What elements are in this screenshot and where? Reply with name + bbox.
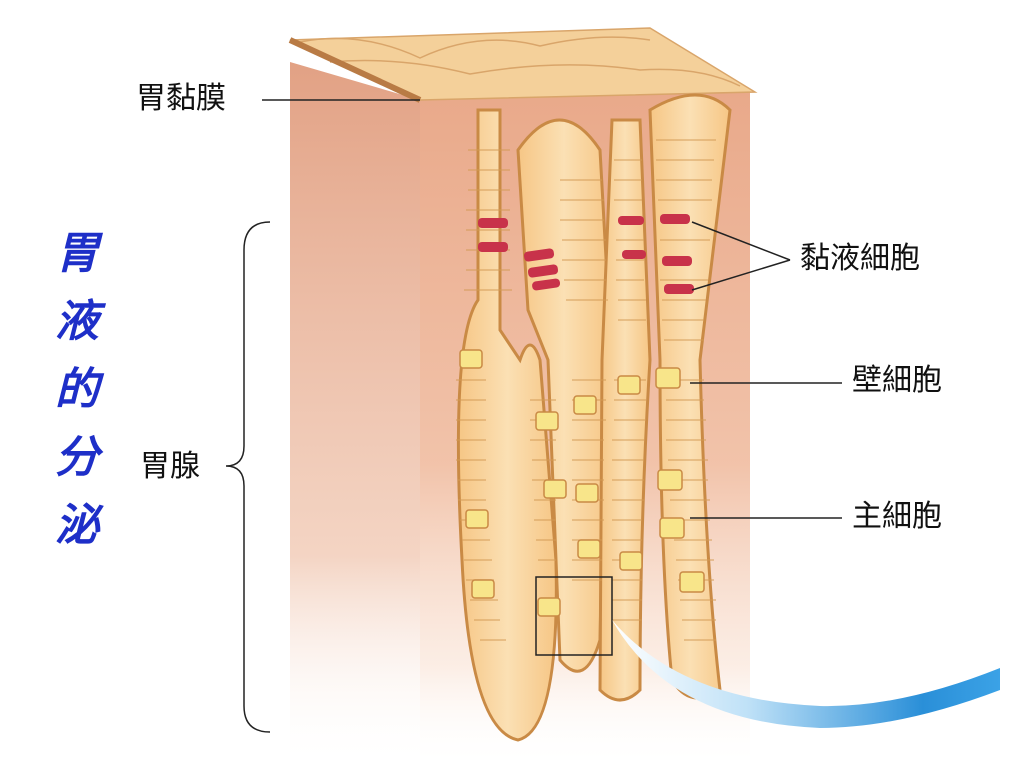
tissue-block-side [290, 62, 420, 768]
zoom-box [535, 576, 613, 656]
mucous-leader-1 [691, 221, 791, 261]
label-parietal-cell: 壁細胞 [852, 363, 942, 398]
label-gland: 胃腺 [140, 449, 200, 484]
label-mucous-cell: 黏液細胞 [800, 241, 920, 276]
mucosa-edge-band [288, 37, 422, 103]
title-char-5: 泌 [55, 500, 99, 551]
parietal-cells [459, 349, 705, 617]
mucous-leader-2 [691, 259, 791, 291]
title-char-1: 胃 [55, 228, 99, 279]
gland-brace [225, 221, 271, 733]
title-char-3: 的 [55, 364, 99, 415]
gland-group [456, 93, 732, 742]
leader-lines [225, 99, 842, 733]
label-mucosa: 胃黏膜 [136, 81, 226, 116]
title-char-4: 分 [55, 432, 99, 483]
mucous-cells [478, 214, 694, 294]
label-chief-cell: 主細胞 [852, 499, 942, 534]
title-char-2: 液 [55, 296, 99, 347]
decorative-swoosh [612, 620, 1000, 728]
